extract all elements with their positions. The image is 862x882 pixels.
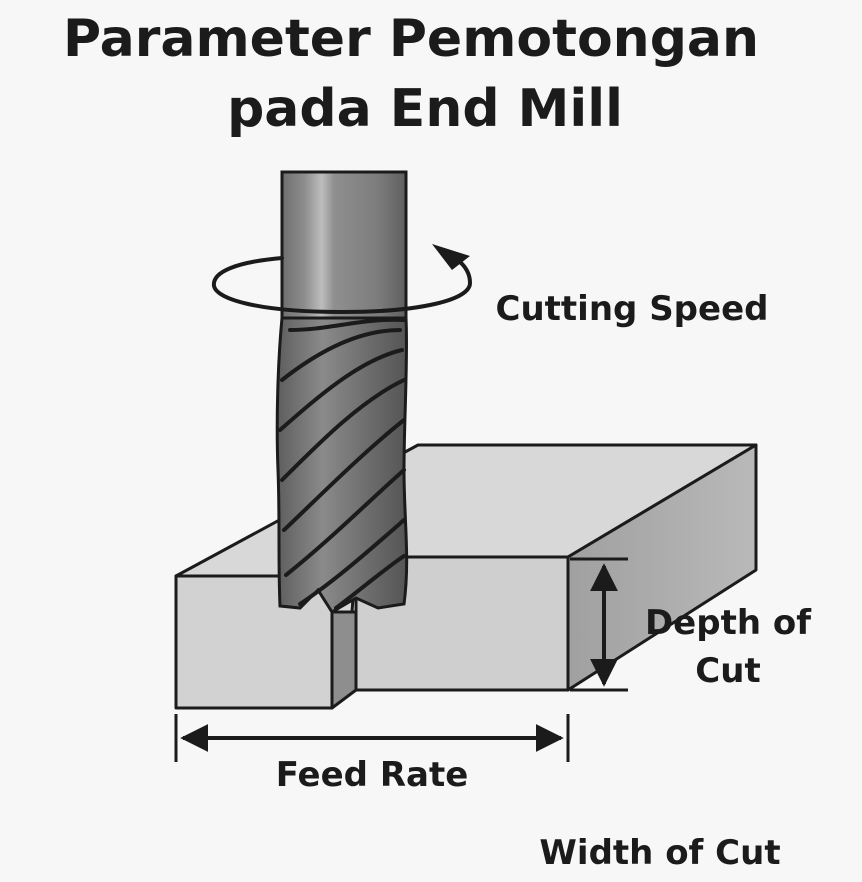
slot-wall [330,610,358,710]
feed-rate-dimension [174,714,570,762]
title-line-1: Parameter Pemotongan [63,9,759,69]
title-line-2: pada End Mill [227,79,623,139]
width-of-cut-label: Width of Cut [539,833,780,873]
tool-shank [280,170,408,334]
tool-helix-lines [278,317,406,610]
depth-of-cut-label-line-1: Depth of [645,603,812,643]
depth-of-cut-dimension [570,557,628,692]
cutting-speed-label: Cutting Speed [496,289,769,329]
workpiece-block [174,443,758,710]
end-mill-tool [275,170,409,615]
depth-of-cut-label-line-2: Cut [695,651,760,691]
workpiece-front-right [354,555,570,692]
feed-rate-label: Feed Rate [276,755,469,795]
rotation-arrow-icon [211,244,473,315]
